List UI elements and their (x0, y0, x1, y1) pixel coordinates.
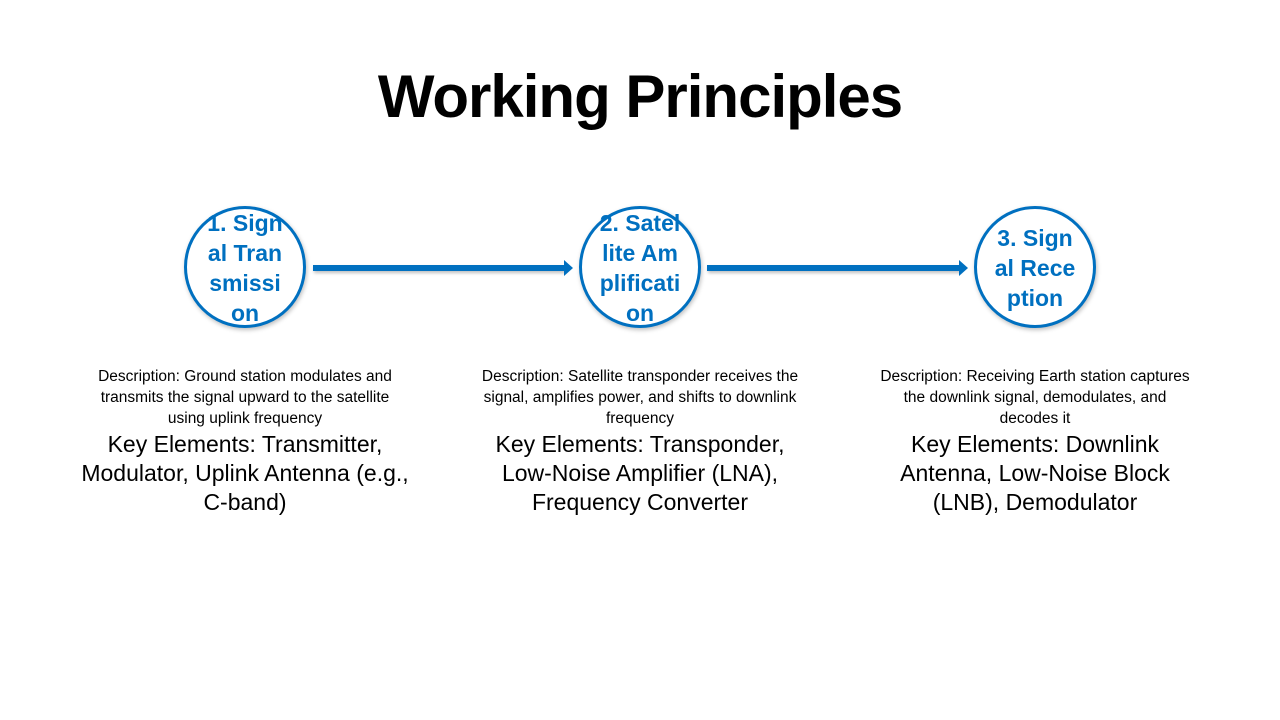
step-2-label: 2. Satellite Amplification (599, 210, 681, 326)
step-1-label: 1. Signal Transmission (207, 210, 283, 326)
step-2-circle (579, 206, 701, 328)
step-1-description: Description: Ground station modulates an… (98, 368, 392, 427)
arrow-1-to-2 (313, 260, 573, 276)
step-3-circle (974, 206, 1096, 328)
step-2-details: Description: Satellite transponder recei… (470, 366, 810, 517)
step-1-circle (184, 206, 306, 328)
step-2-description: Description: Satellite transponder recei… (481, 368, 799, 427)
step-2-key-elements: Key Elements: Transponder, Low-Noise Amp… (495, 431, 785, 515)
step-3-key-elements: Key Elements: Downlink Antenna, Low-Nois… (900, 431, 1170, 515)
arrow-2-to-3 (707, 260, 968, 276)
step-3-label: 3. Signal Reception (994, 225, 1076, 311)
step-3-details: Description: Receiving Earth station cap… (865, 366, 1205, 517)
step-1-key-elements: Key Elements: Transmitter, Modulator, Up… (81, 431, 409, 515)
slide-title: Working Principles (377, 63, 903, 130)
step-3-description: Description: Receiving Earth station cap… (880, 368, 1190, 427)
step-1-details: Description: Ground station modulates an… (75, 366, 415, 517)
